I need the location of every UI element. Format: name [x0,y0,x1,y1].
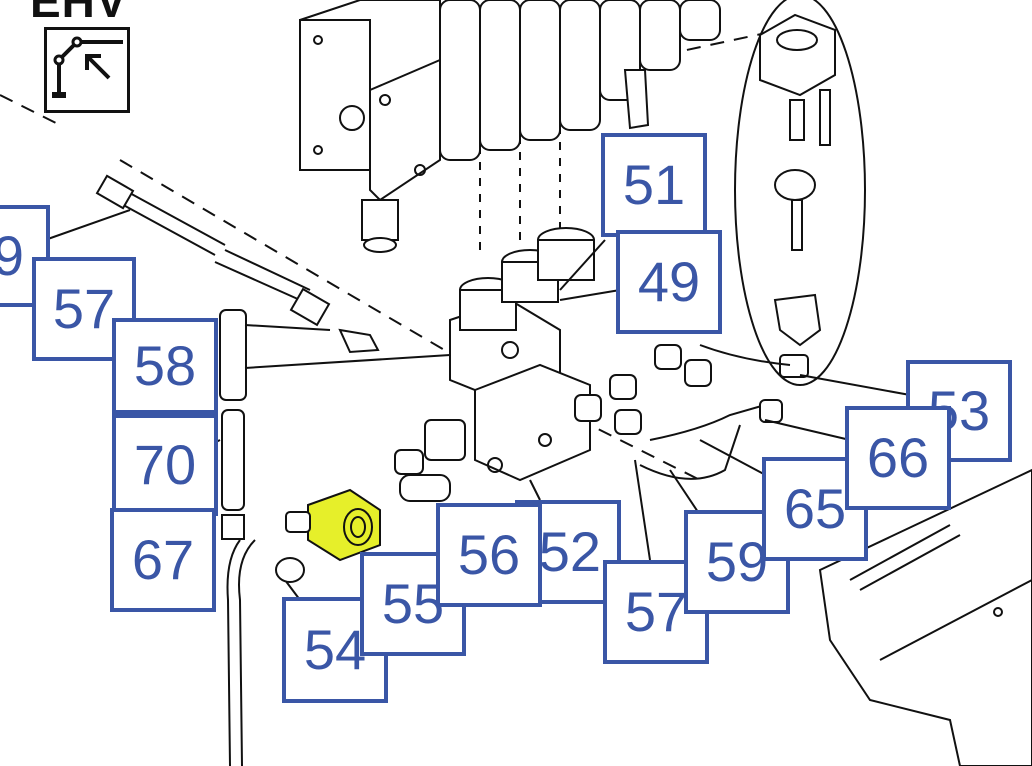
detail-components [759,13,836,378]
callout-51[interactable]: 51 [601,133,707,237]
callout-56[interactable]: 56 [436,503,542,607]
diagram-title: ЕНV [30,0,128,27]
hose-assembly-left [95,174,380,766]
callout-58[interactable]: 58 [112,318,218,414]
valve-block-top [299,0,441,253]
manifold-block [449,227,595,482]
coil-stack [439,0,721,161]
manual-operation-icon [44,27,130,113]
callout-49[interactable]: 49 [616,230,722,334]
callout-57-lower[interactable]: 57 [603,560,709,664]
callout-70[interactable]: 70 [112,414,218,516]
highlighted-coil-part [275,488,381,583]
callout-66[interactable]: 66 [845,406,951,510]
mounting-bracket [818,468,1032,766]
callout-67[interactable]: 67 [110,508,216,612]
fittings-cluster [394,344,791,502]
